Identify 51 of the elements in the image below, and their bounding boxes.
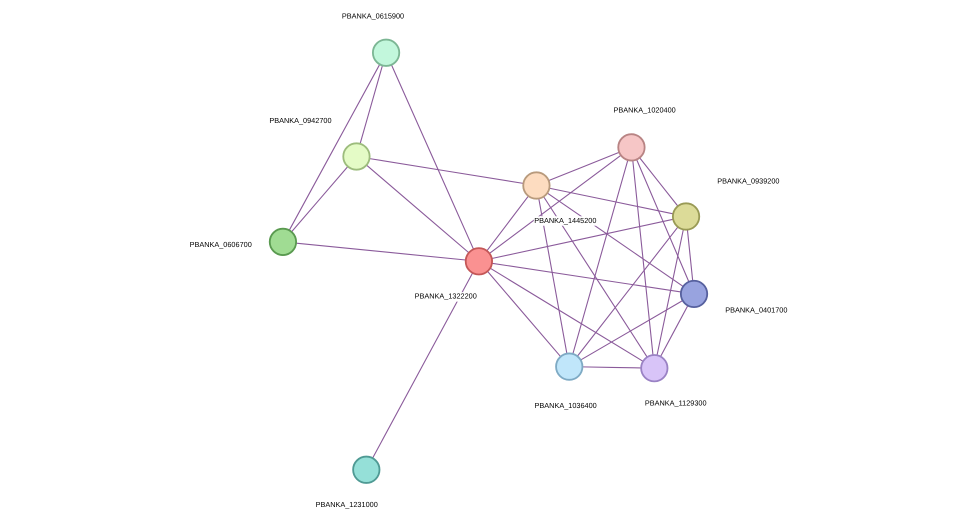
connector [538,198,567,354]
connector [686,229,693,280]
node-label: PBANKA_1129300 [644,398,706,408]
node-circle [268,227,297,256]
node-circle [640,354,668,382]
connector [660,304,688,356]
connector [490,267,643,362]
connector [632,160,653,354]
connector [638,156,678,206]
connector [296,242,466,260]
node-label: PBANKA_0615900 [341,11,404,20]
connector [572,159,628,354]
node-label: PBANKA_0942700 [268,115,332,124]
node-circle [554,352,583,380]
node-label: PBANKA_1231000 [315,500,378,509]
connector [288,64,380,230]
connector [491,218,673,259]
node-label: PBANKA_0606700 [189,240,252,249]
node-label: PBANKA_1036400 [534,400,596,410]
node-circle [464,246,492,275]
connector [366,164,469,253]
node-circle [616,132,646,161]
node-label: PBANKA_1322200 [414,291,476,300]
connector [390,64,474,249]
connector [486,270,560,356]
connector [546,192,683,286]
connector [582,366,641,368]
connector [488,154,621,254]
node-circle [679,279,708,308]
connector [372,272,473,458]
connector [491,262,680,292]
connector [542,196,648,357]
connector [656,228,684,355]
connector [486,195,528,251]
connector [369,158,523,184]
connector [359,64,382,144]
node-label: PBANKA_1445200 [534,215,596,224]
connector [290,166,348,232]
node-label: PBANKA_0939200 [716,176,779,185]
node-label: PBANKA_1020400 [613,104,676,114]
node-label: PBANKA_0401700 [724,304,787,314]
node-circle [522,170,550,200]
connector [548,151,619,181]
node-circle [352,455,380,484]
connector [576,226,678,356]
connector [636,158,689,282]
connector [548,187,673,214]
node-circle [671,202,700,230]
node-circle [371,38,400,66]
node-circle [342,142,370,170]
connector [580,300,682,360]
